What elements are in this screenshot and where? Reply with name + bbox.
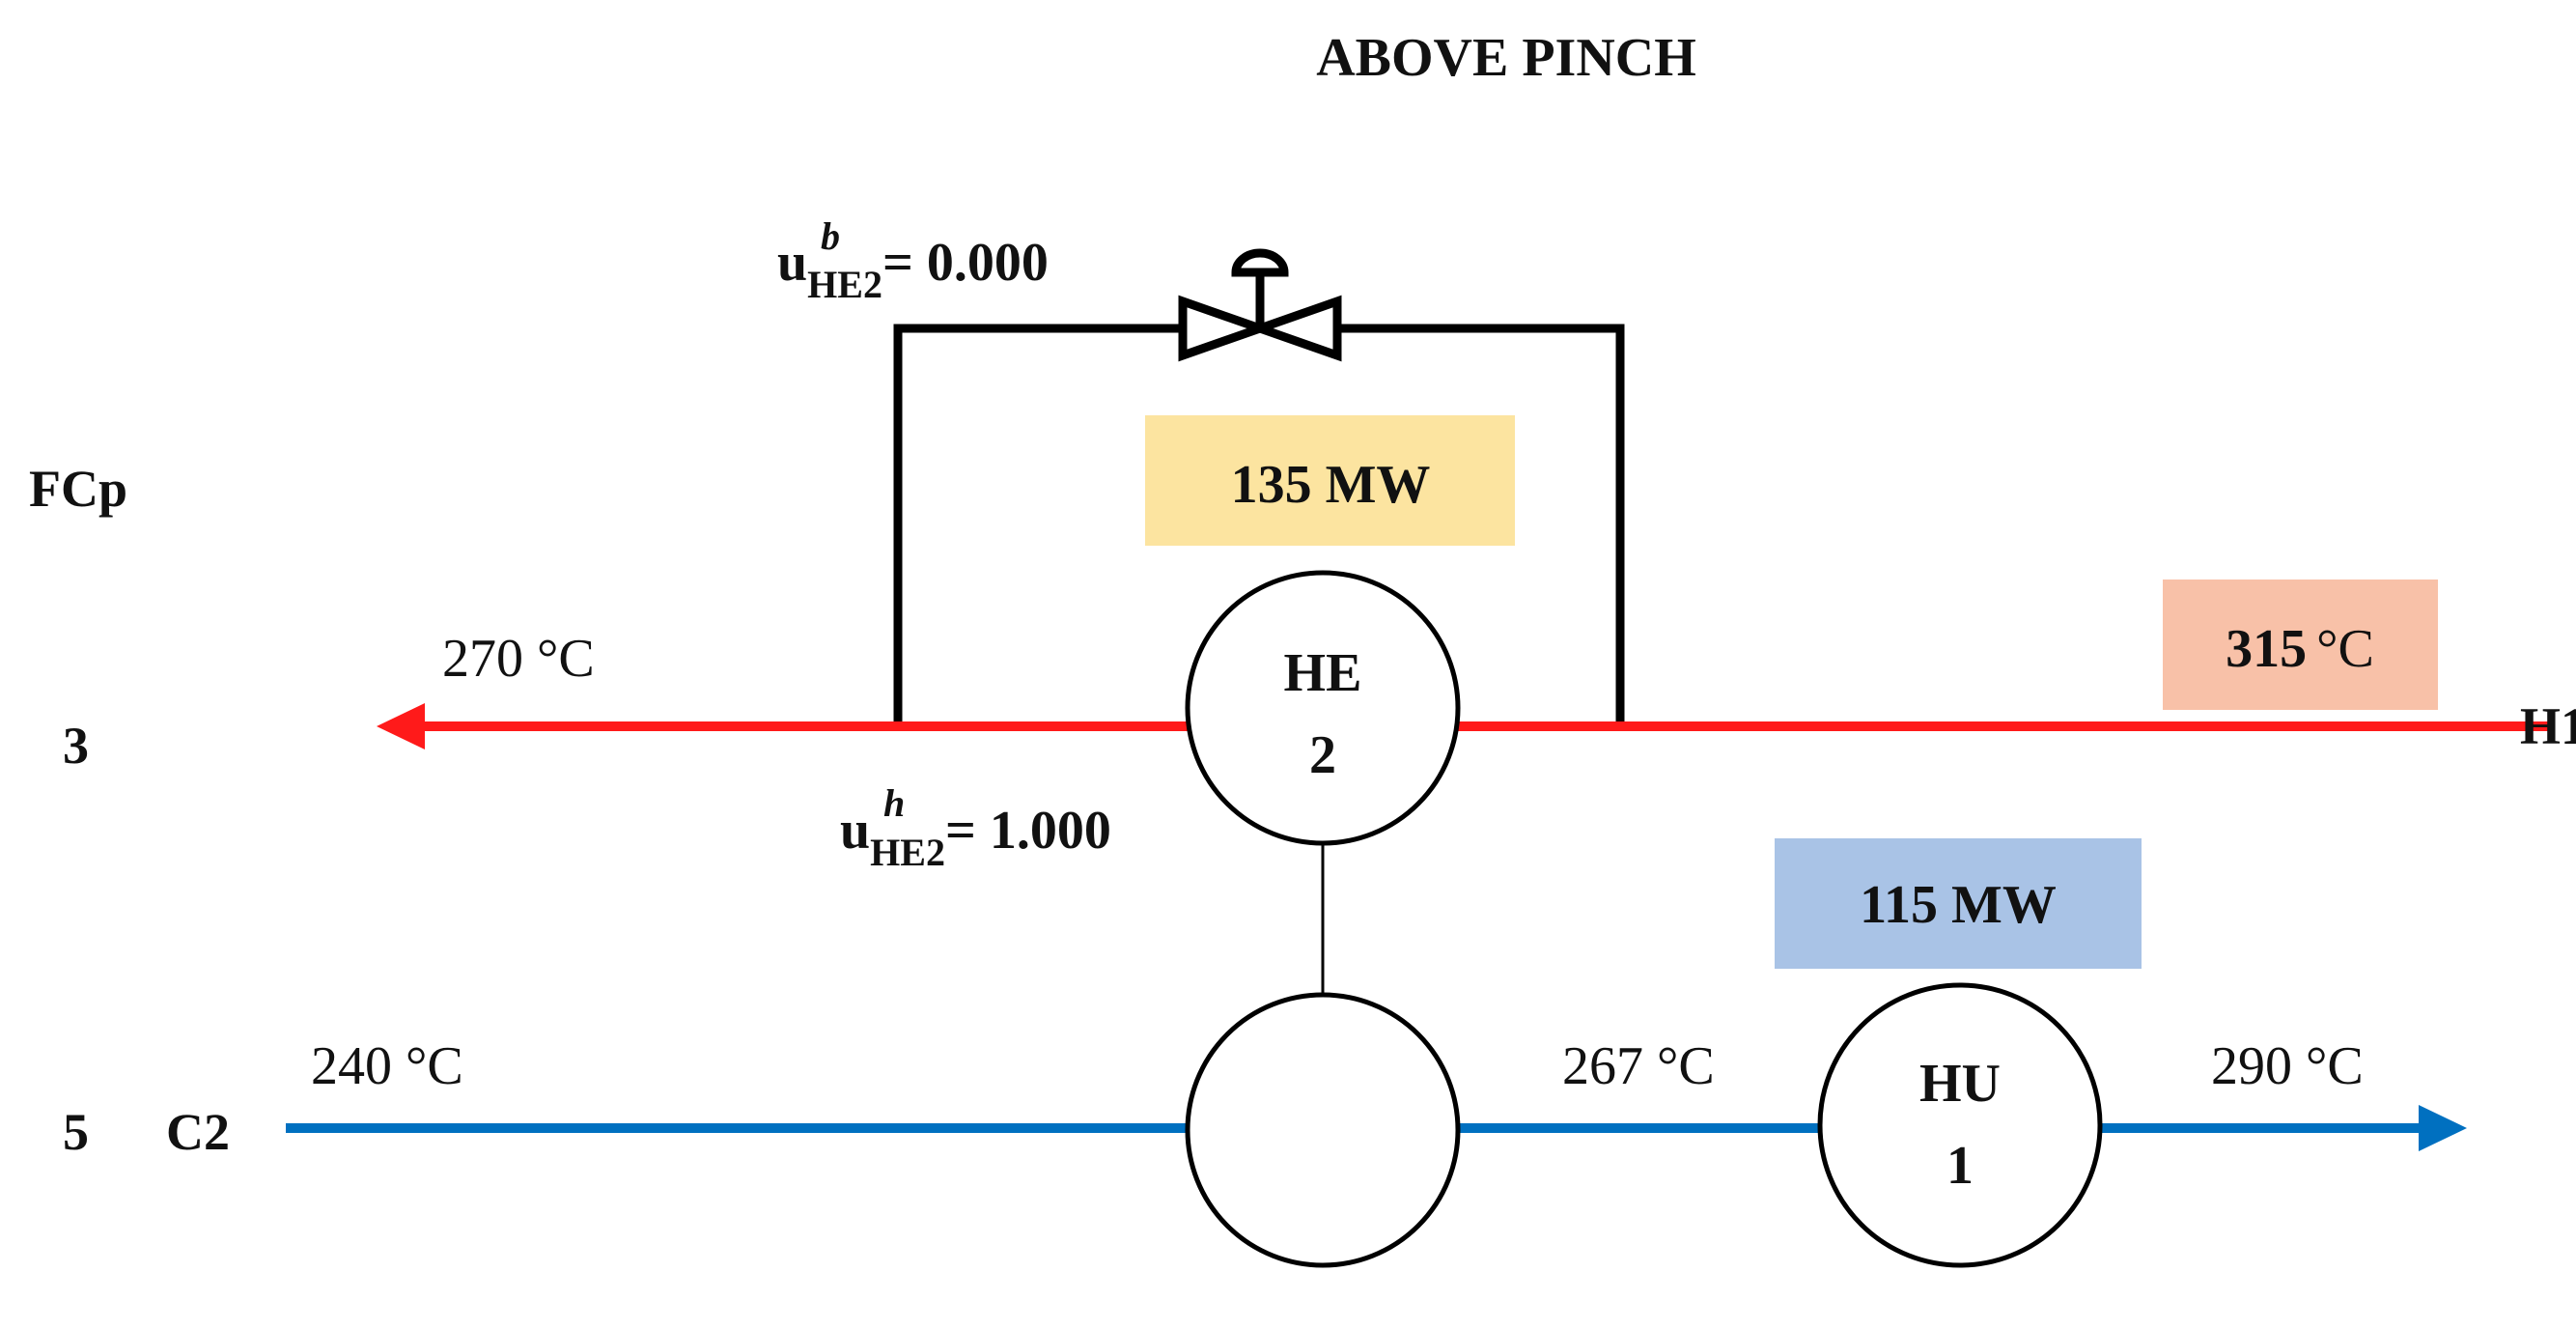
heater-hu1-label-line1: HU xyxy=(1919,1054,2001,1114)
cold-outlet-temp: 290 °C xyxy=(2211,1036,2364,1096)
cold-stream-fcp: 5 xyxy=(63,1103,89,1161)
diagram-title: ABOVE PINCH xyxy=(1316,28,1696,88)
hot-inlet-temp: 315°C xyxy=(2226,619,2374,679)
cold-inlet-temp: 240 °C xyxy=(311,1036,463,1096)
exchanger-he2-cold-side[interactable] xyxy=(1185,992,1461,1268)
exchanger-duty-label: 135 MW xyxy=(1231,455,1431,515)
heater-duty-label: 115 MW xyxy=(1860,875,2057,935)
through-fraction-superscript: h xyxy=(883,781,905,825)
hot-stream-name: H1 xyxy=(2520,697,2576,755)
bypass-valve-icon[interactable] xyxy=(1178,248,1342,362)
exchanger-duty-box xyxy=(1145,415,1515,546)
hot-outlet-temp: 270 °C xyxy=(442,629,595,689)
cold-stream-arrow-icon xyxy=(2419,1105,2467,1151)
heater-hu1[interactable] xyxy=(1817,982,2103,1268)
exchanger-he2-label-line1: HE xyxy=(1284,643,1362,703)
heater-duty-box xyxy=(1775,838,2142,969)
exchanger-he2-hot-side[interactable] xyxy=(1185,570,1461,846)
hot-stream-arrow-icon xyxy=(377,703,425,749)
cold-stream-name: C2 xyxy=(166,1103,230,1161)
heater-hu1-label-line2: 1 xyxy=(1946,1136,1974,1196)
fcp-header: FCp xyxy=(29,460,127,518)
hot-inlet-temp-box xyxy=(2163,580,2438,710)
bypass-loop xyxy=(893,324,1625,722)
bypass-fraction-label: uHE2= 0.000 xyxy=(777,233,1049,306)
through-fraction-label: uHE2= 1.000 xyxy=(840,801,1111,874)
bypass-fraction-superscript: b xyxy=(821,214,840,258)
cold-mid-temp: 267 °C xyxy=(1562,1036,1715,1096)
hot-stream-fcp: 3 xyxy=(63,717,89,775)
exchanger-he2-label-line2: 2 xyxy=(1309,725,1336,785)
